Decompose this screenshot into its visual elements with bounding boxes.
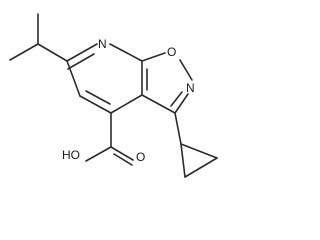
- label-carbonyl-oxygen: O: [136, 150, 145, 164]
- bond-c3a-c4: [110, 94, 143, 114]
- structure-canvas: N O N HO O: [9, 13, 218, 178]
- bond-n2-c3: [174, 93, 189, 114]
- bond-c4-c5-double: [85, 90, 111, 105]
- bond-o1-n2: [179, 59, 193, 81]
- label-isoxazole-nitrogen: N: [186, 81, 195, 95]
- bond-carboxyl-o-double: [113, 153, 133, 166]
- isoxazole-ring: [141, 52, 193, 114]
- chemical-structure-diagram: N O N HO O: [9, 13, 218, 178]
- label-ring-oxygen: O: [167, 45, 176, 59]
- bond-c4-c5: [79, 95, 112, 114]
- bond-n2-c3-double: [170, 91, 183, 107]
- label-ring-nitrogen: N: [98, 37, 107, 51]
- bond-carboxyl-oh: [85, 146, 112, 162]
- bond-c6-n7: [66, 43, 98, 62]
- bond-cyclopropyl-c: [180, 143, 186, 178]
- bond-c6-n7-double: [67, 53, 95, 70]
- bond-cyclopropyl-a: [180, 143, 218, 159]
- carboxylic-acid-group: [85, 112, 134, 166]
- bond-carboxyl-o: [110, 146, 134, 161]
- bond-n7-c7a: [109, 43, 143, 62]
- bond-c5-c6: [66, 60, 81, 97]
- bond-isopropyl-ring: [37, 43, 68, 62]
- bond-cyclopropyl-b: [184, 157, 218, 178]
- bond-c3-c3a: [141, 94, 176, 114]
- bond-isopropyl-methyl-left: [9, 43, 39, 61]
- isopropyl-group: [9, 13, 68, 62]
- pyridine-ring: [66, 43, 143, 114]
- cyclopropyl-group: [174, 112, 218, 178]
- bond-c3-cyclopropyl: [174, 112, 182, 145]
- bond-c7a-o1: [141, 52, 166, 62]
- label-hydroxyl: HO: [62, 148, 80, 162]
